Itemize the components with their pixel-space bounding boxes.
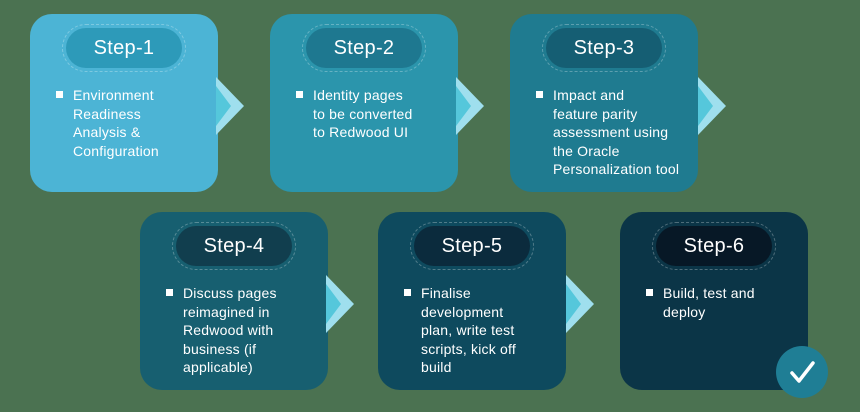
chevron-right-icon (698, 77, 726, 135)
step-6-label: Step-6 (683, 234, 745, 257)
step-6-body: Build, test and deploy (646, 284, 798, 321)
step-3-card: Step-3 Impact and feature parity assessm… (510, 14, 698, 192)
step-4-body: Discuss pages reimagined in Redwood with… (166, 284, 318, 377)
step-3-text: Impact and feature parity assessment usi… (553, 87, 680, 177)
step-1-body: Environment Readiness Analysis & Configu… (56, 86, 208, 160)
step-4-card: Step-4 Discuss pages reimagined in Redwo… (140, 212, 328, 390)
step-3-body: Impact and feature parity assessment usi… (536, 86, 688, 179)
bullet-square-icon (56, 91, 63, 98)
step-1-card: Step-1 Environment Readiness Analysis & … (30, 14, 218, 192)
step-5-text: Finalise development plan, write test sc… (421, 285, 516, 375)
checkmark-icon (790, 361, 815, 383)
step-2-label: Step-2 (333, 36, 395, 59)
check-circle-badge (776, 346, 828, 398)
step-4-text: Discuss pages reimagined in Redwood with… (183, 285, 277, 375)
step-5-pill: Step-5 (410, 222, 534, 270)
step-2-card: Step-2 Identity pages to be converted to… (270, 14, 458, 192)
step-6-text: Build, test and deploy (663, 285, 755, 320)
step-4-pill: Step-4 (172, 222, 296, 270)
step-1-pill: Step-1 (62, 24, 186, 72)
step-5-label: Step-5 (441, 234, 503, 257)
bullet-square-icon (404, 289, 411, 296)
chevron-right-icon (216, 77, 244, 135)
step-2-text: Identity pages to be converted to Redwoo… (313, 87, 413, 140)
chevron-right-icon (566, 275, 594, 333)
bullet-square-icon (296, 91, 303, 98)
step-2-pill: Step-2 (302, 24, 426, 72)
chevron-right-icon (326, 275, 354, 333)
step-5-body: Finalise development plan, write test sc… (404, 284, 556, 377)
step-4-label: Step-4 (203, 234, 265, 257)
step-3-label: Step-3 (573, 36, 635, 59)
bullet-square-icon (646, 289, 653, 296)
bullet-square-icon (536, 91, 543, 98)
step-1-text: Environment Readiness Analysis & Configu… (73, 87, 159, 159)
step-2-body: Identity pages to be converted to Redwoo… (296, 86, 448, 142)
bullet-square-icon (166, 289, 173, 296)
step-6-pill: Step-6 (652, 222, 776, 270)
step-3-pill: Step-3 (542, 24, 666, 72)
step-6-card: Step-6 Build, test and deploy (620, 212, 808, 390)
chevron-right-icon (456, 77, 484, 135)
step-1-label: Step-1 (93, 36, 155, 59)
step-5-card: Step-5 Finalise development plan, write … (378, 212, 566, 390)
